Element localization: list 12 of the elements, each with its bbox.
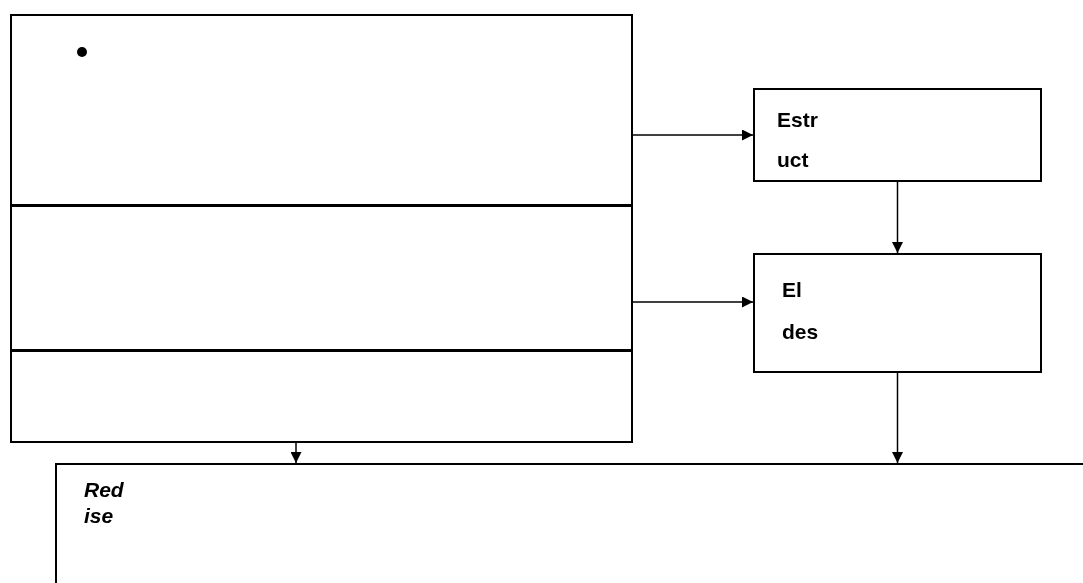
arrow	[290, 442, 302, 464]
process-box	[753, 88, 1042, 182]
arrow	[892, 181, 903, 254]
box-label: Red ise	[84, 477, 124, 529]
arrow	[632, 129, 754, 141]
box-label: Estr uct	[777, 107, 819, 173]
process-box	[55, 463, 1083, 583]
box-label: El des	[782, 277, 820, 345]
band-box	[10, 205, 633, 351]
arrow	[892, 372, 903, 464]
arrow	[632, 296, 754, 308]
process-box	[753, 253, 1042, 373]
